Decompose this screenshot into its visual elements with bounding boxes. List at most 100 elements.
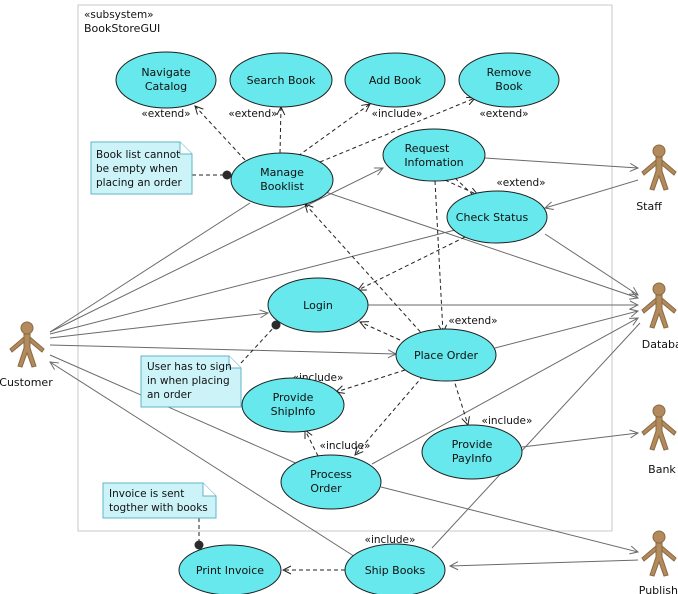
assoc-publisher-ship-books	[450, 559, 639, 566]
actor-customer[interactable]: Customer	[0, 321, 53, 389]
dep-manage-navigate	[195, 106, 246, 161]
use-case-request-information[interactable]: Request Infomation	[382, 128, 486, 182]
svg-text:ShipInfo: ShipInfo	[271, 405, 316, 418]
stereo-include-payinfo: «include»	[482, 415, 533, 427]
svg-text:Add Book: Add Book	[369, 74, 422, 87]
svg-text:Place Order: Place Order	[414, 349, 478, 362]
use-case-navigate-catalog[interactable]: Navigate Catalog	[115, 51, 217, 109]
dep-request-check-b	[454, 177, 473, 195]
assoc-place-order-database	[494, 311, 638, 349]
assoc-customer-manage-booklist	[49, 202, 251, 333]
assoc-process-order-publisher	[380, 486, 638, 552]
svg-text:be empty when: be empty when	[96, 163, 178, 175]
stereo-extend-search: «extend»	[228, 108, 277, 120]
actor-database[interactable]: Database	[641, 282, 678, 351]
assoc-request-staff	[484, 157, 638, 168]
svg-text:Order: Order	[310, 482, 342, 495]
assoc-staff-check-status	[545, 179, 639, 208]
assoc-process-order-database	[371, 318, 638, 465]
dep-place-order-manage-booklist	[305, 204, 426, 338]
note-dot-booklist	[222, 170, 232, 180]
dep-request-place-order	[434, 180, 443, 333]
svg-text:placing an order: placing an order	[96, 177, 182, 189]
use-case-login[interactable]: Login	[267, 277, 369, 333]
stereo-extend-navigate: «extend»	[141, 108, 190, 120]
use-case-check-status[interactable]: Check Status	[446, 190, 548, 244]
use-case-print-invoice[interactable]: Print Invoice	[178, 544, 282, 594]
actor-publisher-label: Publisher	[639, 584, 678, 594]
use-case-provide-payinfo[interactable]: Provide PayInfo	[421, 424, 523, 480]
use-case-place-order[interactable]: Place Order	[395, 328, 497, 382]
note-dot-login	[271, 320, 281, 330]
svg-text:togther with books: togther with books	[109, 502, 208, 514]
svg-text:Check Status: Check Status	[456, 211, 529, 224]
use-case-ship-books[interactable]: Ship Books	[344, 543, 446, 594]
svg-text:Remove: Remove	[487, 66, 532, 79]
dep-request-check-a	[444, 179, 478, 195]
actor-figure-icon	[641, 282, 677, 329]
actor-figure-icon	[641, 530, 677, 577]
svg-text:Book: Book	[495, 80, 523, 93]
svg-text:Booklist: Booklist	[260, 180, 304, 193]
svg-text:Print Invoice: Print Invoice	[196, 564, 264, 577]
actor-database-label: Database	[642, 338, 678, 351]
subsystem-stereotype: «subsystem»	[84, 9, 154, 21]
stereo-extend-check: «extend»	[496, 177, 545, 189]
use-case-search-book[interactable]: Search Book	[229, 52, 333, 108]
dep-place-order-payinfo	[452, 376, 468, 425]
assoc-customer-check-status	[49, 229, 456, 335]
dep-check-status-login	[358, 236, 466, 290]
actor-figure-icon	[641, 144, 677, 191]
svg-text:an order: an order	[147, 389, 192, 401]
assoc-customer-place-order	[49, 344, 396, 354]
assoc-check-status-database	[544, 233, 638, 295]
stereo-include-ship: «include»	[365, 534, 416, 546]
actor-figure-icon	[641, 404, 677, 451]
note-dot-invoice	[194, 540, 204, 550]
svg-text:Book list cannot: Book list cannot	[96, 149, 180, 161]
dep-manage-search	[280, 107, 281, 154]
dep-place-order-shipinfo	[336, 369, 406, 392]
stereo-include-process: «include»	[320, 440, 371, 452]
actor-staff[interactable]: Staff	[636, 144, 677, 213]
dep-place-order-process-order	[355, 375, 424, 455]
svg-text:Request: Request	[405, 142, 450, 155]
note-booklist: Book list cannot be empty when placing a…	[90, 141, 193, 195]
svg-text:Invoice is sent: Invoice is sent	[109, 488, 184, 500]
assoc-payinfo-bank	[521, 433, 638, 448]
use-case-remove-book[interactable]: Remove Book	[458, 52, 560, 108]
svg-text:Search Book: Search Book	[247, 74, 316, 87]
associations	[49, 157, 641, 566]
dependencies	[192, 98, 478, 570]
svg-text:Catalog: Catalog	[145, 80, 187, 93]
dep-process-order-shipinfo	[305, 430, 319, 457]
actor-staff-label: Staff	[636, 200, 662, 213]
svg-text:Provide: Provide	[273, 391, 314, 404]
svg-text:in when placing: in when placing	[147, 375, 230, 387]
note-login: User has to sign in when placing an orde…	[140, 355, 242, 408]
assoc-ship-books-database	[431, 322, 641, 549]
actor-publisher[interactable]: Publisher	[639, 530, 678, 594]
use-case-provide-shipinfo[interactable]: Provide ShipInfo	[241, 377, 345, 433]
svg-text:Infomation: Infomation	[404, 156, 463, 169]
dep-manage-add	[297, 104, 370, 157]
svg-text:Ship Books: Ship Books	[365, 564, 426, 577]
assoc-customer-ship-books	[50, 362, 361, 561]
subsystem-name: BookStoreGUI	[84, 22, 160, 35]
note-invoice: Invoice is sent togther with books	[102, 482, 217, 519]
assoc-customer-login	[49, 313, 268, 339]
svg-text:User has to sign: User has to sign	[147, 361, 232, 373]
stereo-extend-place: «extend»	[448, 315, 497, 327]
assoc-manage-booklist-database	[304, 184, 638, 298]
svg-text:Process: Process	[310, 468, 352, 481]
svg-text:Login: Login	[303, 299, 333, 312]
svg-text:Provide: Provide	[452, 438, 493, 451]
actor-bank[interactable]: Bank	[641, 404, 677, 476]
use-case-add-book[interactable]: Add Book	[344, 52, 446, 108]
note-anchor-login	[240, 324, 277, 364]
actor-figure-icon	[9, 321, 45, 368]
actor-bank-label: Bank	[648, 463, 676, 476]
use-case-process-order[interactable]: Process Order	[280, 454, 382, 510]
use-case-manage-booklist[interactable]: Manage Booklist	[230, 152, 334, 208]
stereo-include-add: «include»	[372, 108, 423, 120]
